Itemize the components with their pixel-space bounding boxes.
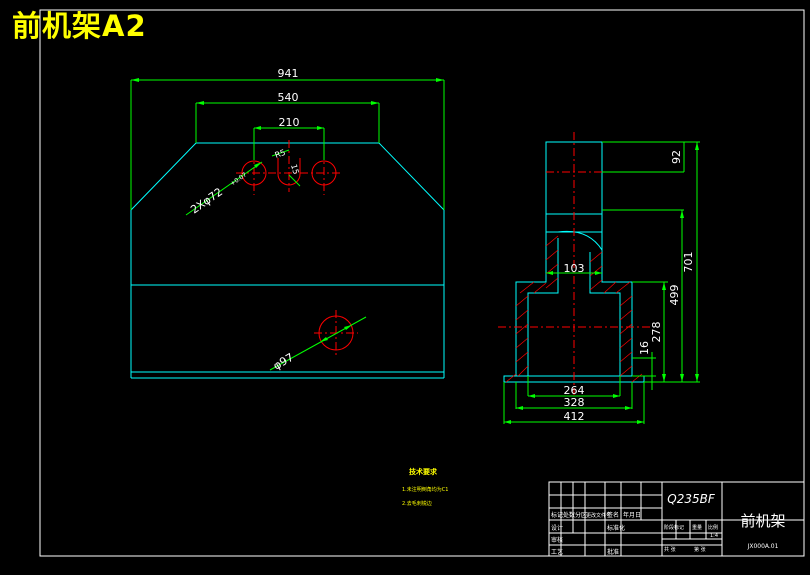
tb-weight: 重量 — [692, 524, 702, 531]
dim-holes-tolerance: +0.07 — [229, 171, 248, 187]
front-view-top-edge — [130, 142, 445, 211]
material-label: Q235BF — [667, 492, 716, 506]
side-view-right-wall — [601, 232, 645, 382]
dim-slot-spacing: 210 — [279, 116, 300, 129]
drawing-title: 前机架A2 — [12, 9, 147, 43]
tb-stage: 阶段标记 — [664, 524, 684, 531]
front-view: 941 540 210 2Xφ72 +0.07 R5 15 φ97 — [130, 67, 445, 379]
notes-heading: 技术要求 — [409, 467, 438, 476]
notes-line-1: 1.未注明倒角均为C1 — [402, 486, 448, 493]
technical-notes: 技术要求 1.未注明倒角均为C1 2.去毛刺锐边 — [402, 467, 448, 507]
dim-main-bore: φ97 — [271, 351, 296, 373]
tb-col-mark: 标记 — [551, 511, 563, 519]
dim-side-overall-height: 701 — [682, 252, 695, 273]
tb-row-check: 审核 — [551, 536, 563, 544]
tb-row-design: 设计 — [551, 524, 563, 532]
dim-side-base-inner: 328 — [564, 396, 585, 409]
dim-top-width: 540 — [278, 91, 299, 104]
section-hatching — [505, 235, 643, 383]
dim-holes-label: 2Xφ72 — [188, 185, 225, 216]
tb-scale-value: 1:4 — [710, 533, 718, 539]
side-view-left-wall — [503, 232, 547, 382]
tb-col-sign: 签名 — [607, 511, 619, 519]
tb-row-process: 工艺 — [551, 548, 563, 556]
dim-side-top: 92 — [670, 150, 683, 164]
dim-side-base-width: 412 — [564, 410, 585, 423]
dim-side-bore: 264 — [564, 384, 585, 397]
tb-sheet-no: 第 张 — [694, 546, 706, 553]
tb-col-count: 处数 — [563, 511, 575, 519]
drawing-number: JX000A.01 — [747, 543, 779, 550]
tb-col-zone: 分区 — [575, 511, 587, 519]
dim-overall-width: 941 — [278, 67, 299, 80]
tb-col-doc: 更改文件号 — [586, 512, 611, 519]
dim-side-body-height: 499 — [668, 285, 681, 306]
side-view: 92 701 499 278 16 103 264 328 — [498, 132, 700, 424]
title-block: Q235BF 前机架 JX000A.01 标记 处数 分区 更改文件号 签名 年… — [548, 481, 805, 557]
part-name: 前机架 — [740, 512, 785, 530]
tb-sheet-total: 共 张 — [664, 546, 676, 553]
drawing-border — [39, 9, 805, 557]
tb-row-approve: 批准 — [607, 548, 619, 556]
tb-row-standard: 标准化 — [607, 524, 625, 532]
dim-side-inner-width: 103 — [564, 262, 585, 275]
dim-side-flange: 16 — [638, 341, 651, 355]
tb-col-date: 年月日 — [623, 511, 641, 519]
tb-scale: 比例 — [708, 524, 718, 531]
dim-slot-angle: 15 — [289, 163, 300, 175]
dim-slot-radius: R5 — [274, 148, 287, 160]
notes-line-2: 2.去毛刺锐边 — [402, 500, 432, 507]
dim-side-base-height: 278 — [650, 322, 663, 343]
